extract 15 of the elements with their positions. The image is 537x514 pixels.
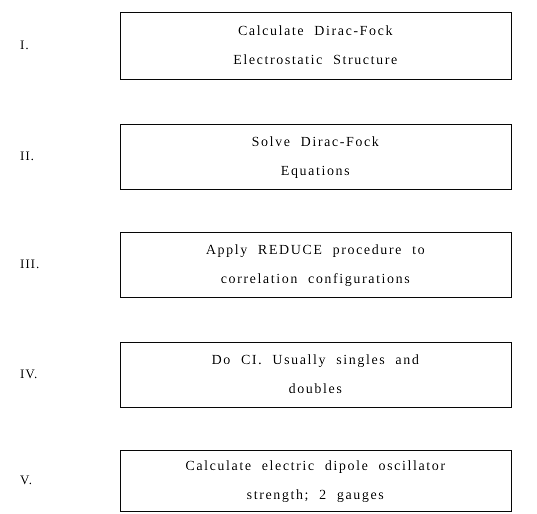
step-text: Solve Dirac-Fock Equations (250, 134, 382, 181)
process-box (120, 342, 512, 408)
process-box (120, 12, 512, 80)
step-text: Calculate electric dipole oscillator strength; 2 gauges (184, 458, 448, 505)
process-box (120, 450, 512, 512)
step-number: III. (20, 256, 40, 272)
step-number: I. (20, 37, 30, 53)
process-box (120, 232, 512, 298)
step-number: V. (20, 472, 33, 488)
step-number: IV. (20, 366, 38, 382)
step-text: Apply REDUCE procedure to correlation configurations (204, 242, 428, 289)
process-box (120, 124, 512, 190)
step-number: II. (20, 148, 35, 164)
step-text: Calculate Dirac-Fock Electrostatic Structure (232, 23, 400, 70)
step-text: Do CI. Usually singles and doubles (210, 352, 422, 399)
